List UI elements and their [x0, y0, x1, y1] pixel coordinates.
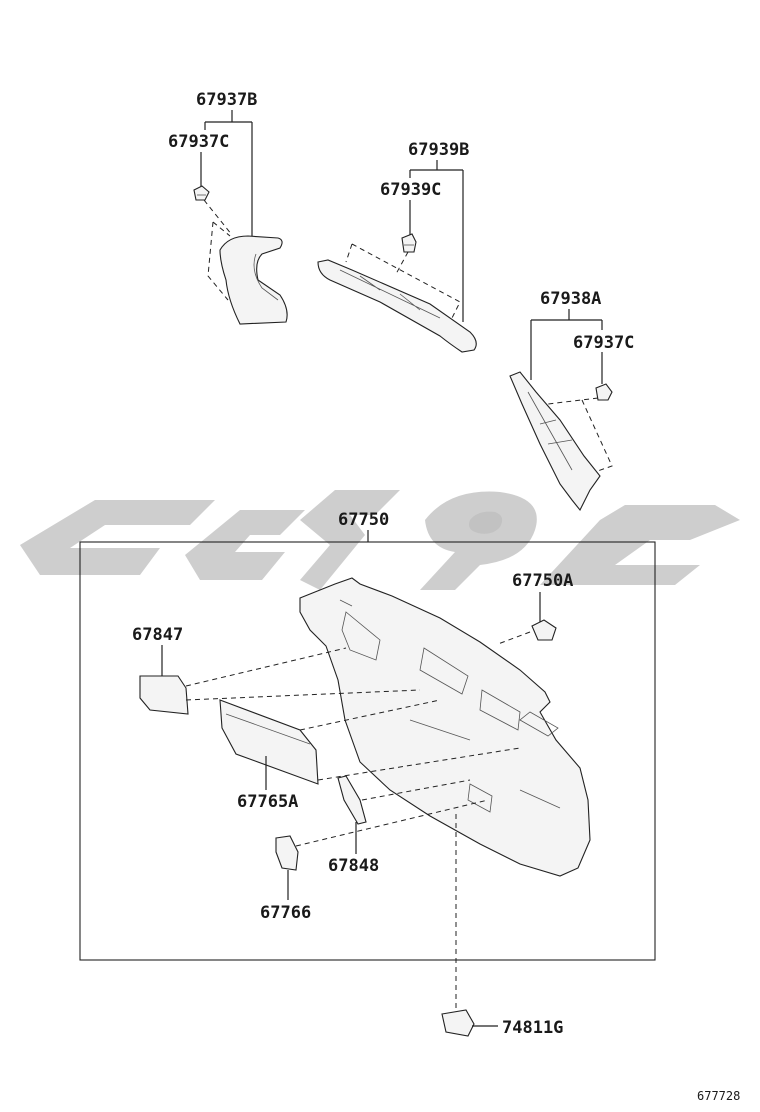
bracket-67848	[337, 775, 367, 825]
label-67937B: 67937B	[196, 90, 257, 110]
label-67847: 67847	[132, 625, 183, 645]
label-67750: 67750	[338, 510, 389, 530]
clip-67937C-top	[193, 185, 210, 201]
label-67750A: 67750A	[512, 571, 573, 591]
clip-67939C	[401, 233, 417, 253]
label-67938A: 67938A	[540, 289, 601, 309]
cover-67766	[275, 835, 299, 871]
clip-67750A	[531, 619, 557, 641]
pillar-trim-67938A	[509, 371, 601, 512]
cover-67847	[139, 675, 189, 715]
part-group-67847	[139, 645, 421, 715]
part-group-67937B	[193, 110, 288, 325]
part-group-67766	[275, 799, 489, 900]
figure-code: 677728	[697, 1089, 740, 1103]
part-group-67750A	[497, 592, 557, 645]
label-67939B: 67939B	[408, 140, 469, 160]
part-group-67848	[337, 775, 471, 854]
part-group-74811G	[441, 814, 498, 1037]
label-67937C-right: 67937C	[573, 333, 634, 353]
assembly-box-67750	[79, 530, 656, 961]
trim-panel-67937B	[219, 235, 288, 325]
molding-67939B	[317, 259, 477, 353]
leader-67937B	[204, 110, 253, 238]
part-group-67765A	[219, 699, 521, 790]
clip-67937C-right	[595, 383, 613, 401]
label-67848: 67848	[328, 856, 379, 876]
part-group-67939B	[317, 160, 477, 353]
part-group-67938A	[509, 309, 613, 512]
label-74811G: 74811G	[502, 1018, 563, 1038]
dashed-line-clip-to-trim	[203, 199, 233, 301]
label-67939C: 67939C	[380, 180, 441, 200]
label-67765A: 67765A	[237, 792, 298, 812]
dashed-line-clip-to-molding	[345, 243, 461, 319]
label-67937C-top: 67937C	[168, 132, 229, 152]
main-trim-panel-67750	[299, 577, 591, 877]
label-67766: 67766	[260, 903, 311, 923]
leader-67938A	[530, 309, 603, 380]
cover-74811G	[441, 1009, 475, 1037]
leader-67939B	[409, 160, 464, 322]
watermark-logo	[20, 490, 740, 590]
